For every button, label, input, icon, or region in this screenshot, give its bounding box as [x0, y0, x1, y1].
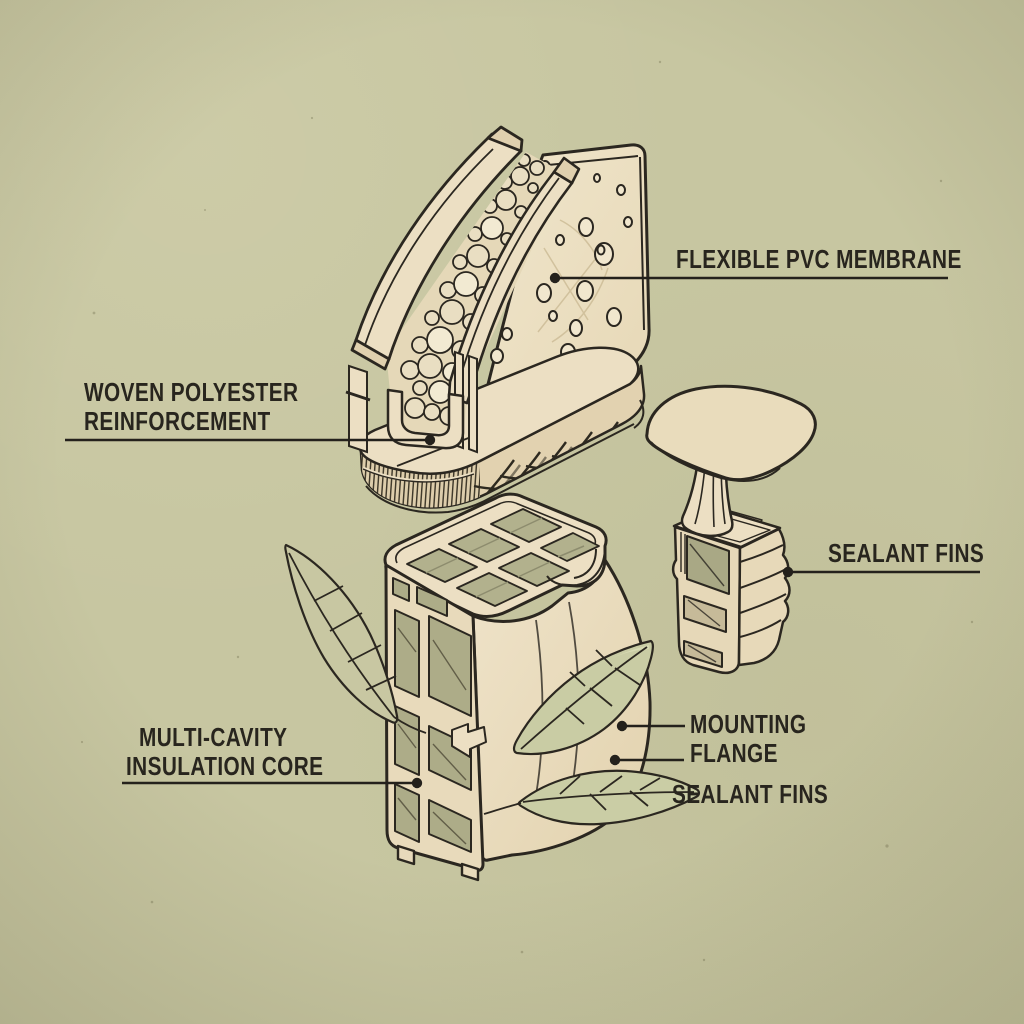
leaf-decoration-bottom: [483, 769, 701, 826]
label-multi-cavity-line2: INSULATION CORE: [126, 751, 324, 781]
leaf-decoration-left: [284, 543, 427, 734]
profile-feet: [396, 844, 480, 882]
label-mounting: MOUNTING: [690, 709, 807, 739]
leader-mounting: [616, 720, 685, 732]
fin-ridges: [739, 544, 787, 638]
leader-lines: [65, 272, 980, 789]
multi-cavity-profile: [383, 492, 652, 882]
fin-front-cavities: [683, 535, 730, 668]
label-woven-polyester-line2: REINFORCEMENT: [84, 406, 271, 436]
leader-multi-cavity-core: [122, 777, 423, 789]
label-sealant-fins-right: SEALANT FINS: [828, 538, 985, 568]
label-multi-cavity-line1: MULTI-CAVITY: [139, 722, 288, 752]
membrane-blade-middle: [447, 156, 581, 405]
left-cavity-shadows: [397, 627, 467, 845]
label-sealant-fins-bottom: SEALANT FINS: [672, 779, 829, 809]
label-flexible-pvc-membrane: FLEXIBLE PVC MEMBRANE: [676, 244, 962, 274]
slab-divider-line: [362, 466, 475, 483]
interlock-notch: [451, 723, 487, 758]
fin-cap: [645, 384, 817, 482]
membrane-blade-outer: [350, 125, 524, 371]
fan-sketch-lines: [537, 219, 609, 343]
leader-woven-polyester: [65, 434, 436, 446]
label-flange: FLANGE: [690, 738, 778, 768]
flange-curl: [546, 545, 606, 587]
paper-speckles: [80, 60, 974, 962]
label-woven-polyester-line1: WOVEN POLYESTER: [84, 377, 299, 407]
leader-sealant-fins-right: [782, 566, 980, 578]
leader-flange: [609, 754, 684, 766]
leaf-decoration-right: [512, 639, 654, 756]
slab-bottom-lip: [365, 399, 645, 514]
u-channel-bracket: [386, 388, 465, 450]
top-cavity-shadows: [425, 517, 585, 598]
leader-flexible-pvc-membrane: [549, 272, 948, 284]
sealant-fin-component: [645, 384, 817, 675]
fin-right-face: [737, 527, 791, 667]
